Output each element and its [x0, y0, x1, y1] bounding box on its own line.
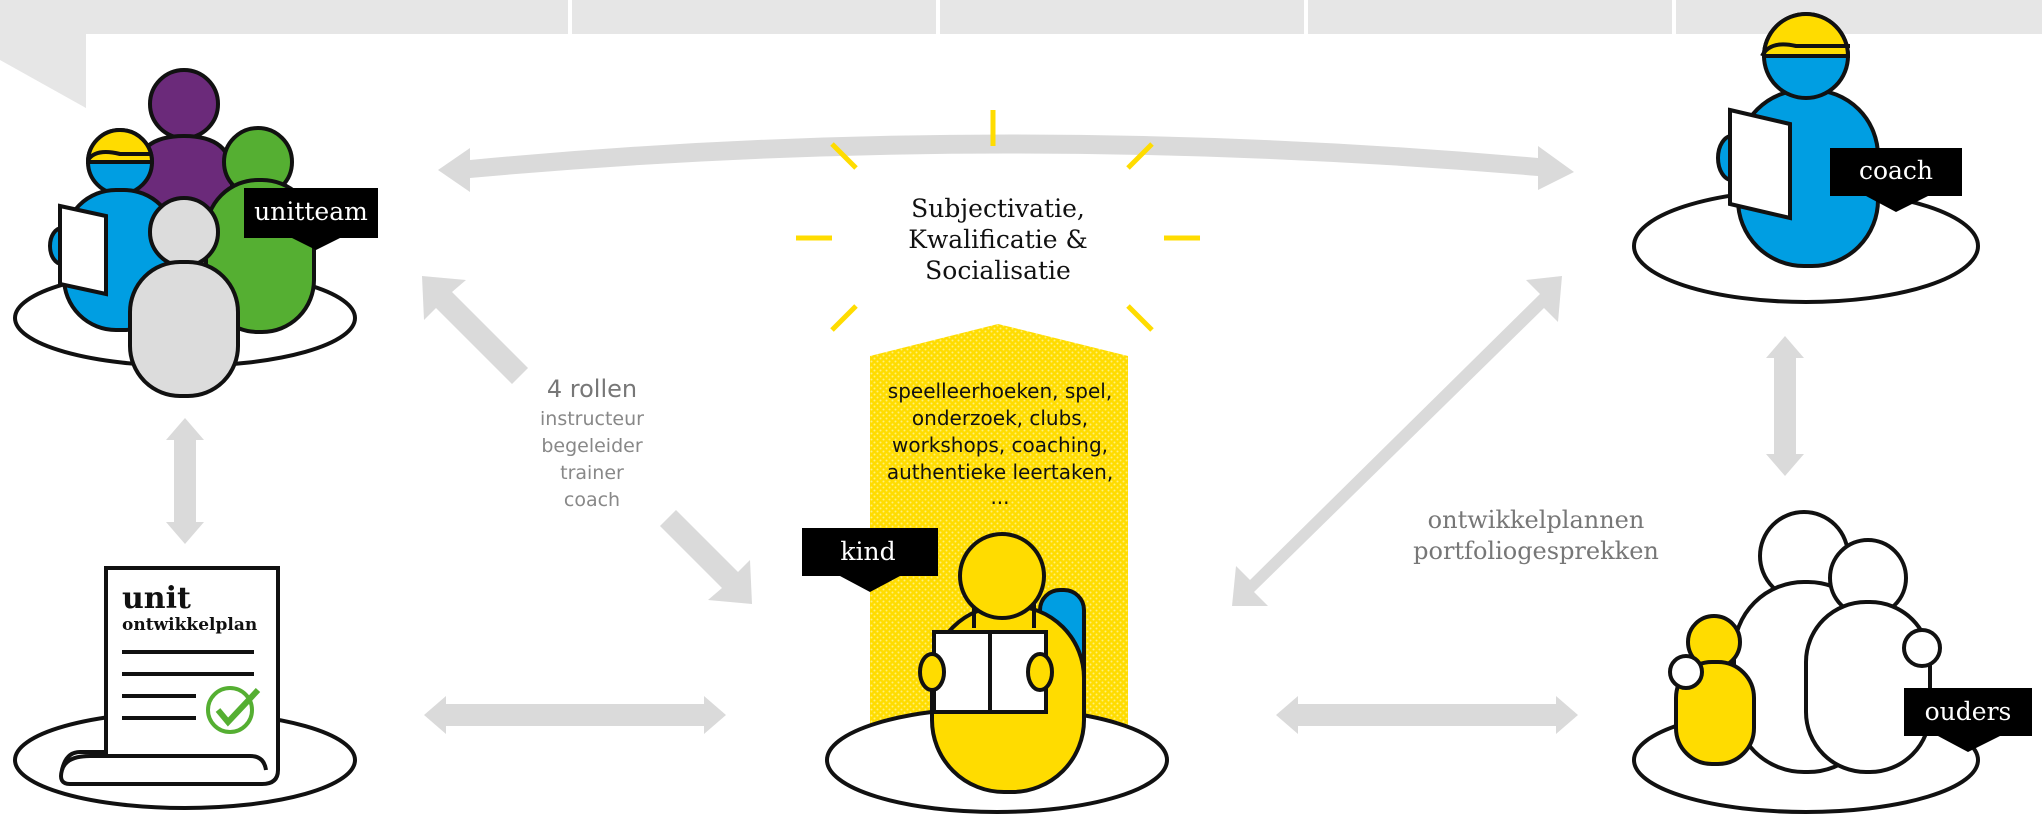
role-begeleider: begeleider — [541, 435, 642, 457]
center-title: Subjectivatie, Kwalificatie & Socialisat… — [908, 194, 1088, 285]
center-title-line-2: Kwalificatie & — [908, 225, 1088, 254]
activity-line-5: ... — [990, 485, 1009, 509]
diagonal-arrow-left-top — [422, 276, 528, 384]
vertical-arrow-left — [166, 418, 204, 544]
sun-rays — [796, 110, 1200, 332]
activity-text: speelleerhoeken, spel, onderzoek, clubs,… — [887, 379, 1113, 509]
kind-label: kind — [802, 528, 938, 592]
unitteam-figure — [13, 68, 357, 398]
horizontal-arrow-left — [424, 696, 726, 734]
coach-label: coach — [1830, 148, 1962, 212]
activity-line-2: onderzoek, clubs, — [912, 406, 1088, 430]
center-title-line-1: Subjectivatie, — [911, 194, 1085, 223]
ouders-label: ouders — [1904, 688, 2032, 752]
vertical-arrow-right — [1766, 336, 1804, 476]
document-title: unit — [122, 581, 191, 616]
horizontal-arrow-right — [1276, 696, 1578, 734]
unitteam-label: unitteam — [244, 188, 378, 250]
top-curved-arrow — [438, 134, 1574, 192]
top-strip — [0, 0, 2042, 108]
roles-title: 4 rollen — [547, 375, 637, 403]
unit-document — [13, 566, 357, 810]
caption-ontwikkelplannen: ontwikkelplannen — [1428, 506, 1645, 534]
kind-figure — [825, 532, 1169, 814]
kind-label-text: kind — [840, 537, 895, 566]
arrows — [166, 134, 1804, 734]
roles-block: 4 rollen instructeur begeleider trainer … — [540, 375, 644, 511]
activity-line-3: workshops, coaching, — [892, 433, 1108, 457]
coach-label-text: coach — [1859, 156, 1933, 185]
right-caption: ontwikkelplannen portfoliogesprekken — [1413, 506, 1659, 565]
role-instructeur: instructeur — [540, 408, 644, 430]
activity-line-4: authentieke leertaken, — [887, 460, 1113, 484]
coach-figure — [1632, 12, 1980, 304]
role-coach: coach — [564, 489, 620, 511]
ouders-label-text: ouders — [1925, 697, 2012, 726]
role-trainer: trainer — [560, 462, 624, 484]
diagonal-arrow-right — [1232, 276, 1562, 606]
ouders-figure — [1632, 510, 1980, 814]
caption-portfoliogesprekken: portfoliogesprekken — [1413, 537, 1659, 565]
diagonal-arrow-left-bottom — [660, 510, 752, 604]
unitteam-label-text: unitteam — [254, 197, 368, 226]
document-subtitle: ontwikkelplan — [122, 615, 257, 635]
activity-line-1: speelleerhoeken, spel, — [888, 379, 1112, 403]
center-title-line-3: Socialisatie — [925, 256, 1071, 285]
